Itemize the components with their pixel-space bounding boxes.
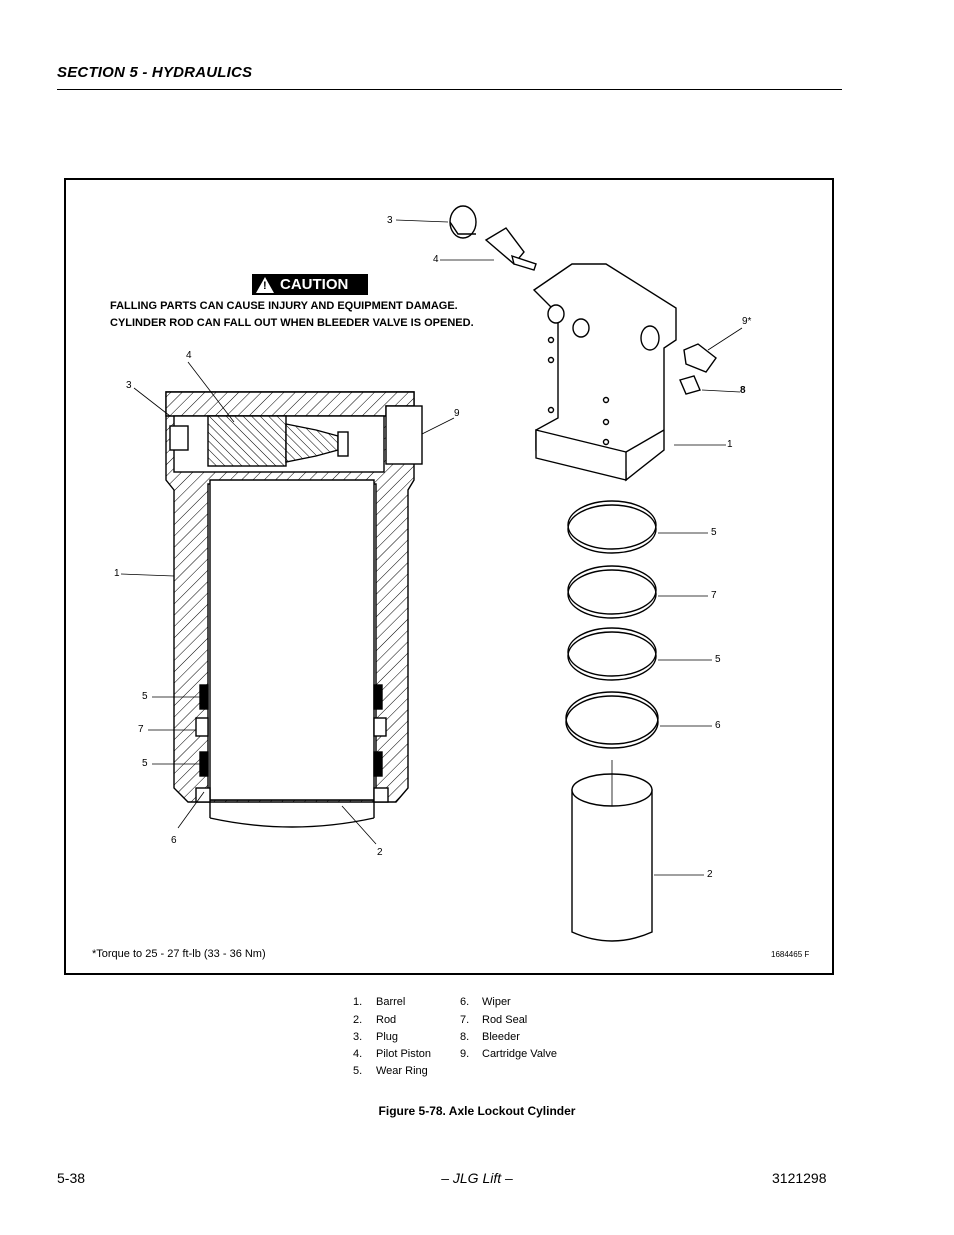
- legend-label: Wiper: [482, 996, 511, 1008]
- caution-badge: ! CAUTION: [252, 274, 368, 295]
- cross-section-view: [165, 391, 423, 828]
- legend-label: Rod: [376, 1014, 397, 1026]
- legend-number: 6.: [460, 996, 470, 1008]
- legend-label: Bleeder: [482, 1031, 520, 1043]
- callout-left: 4: [186, 350, 192, 361]
- callout-right: 5: [715, 654, 721, 665]
- legend-label: Pilot Piston: [376, 1048, 432, 1060]
- caution-label: CAUTION: [280, 276, 349, 293]
- callout-left: 5: [142, 758, 148, 769]
- section-title: SECTION 5 - HYDRAULICS: [57, 64, 253, 81]
- legend-label: Cartridge Valve: [482, 1048, 557, 1060]
- legend-number: 5.: [353, 1065, 363, 1077]
- callout-right: 1: [727, 439, 733, 450]
- callout-left: 3: [126, 380, 132, 391]
- legend-number: 3.: [353, 1031, 363, 1043]
- caution-message: FALLING PARTS CAN CAUSE INJURY AND EQUIP…: [110, 300, 474, 329]
- document-number: 3121298: [772, 1170, 827, 1186]
- callout-left: 5: [142, 691, 148, 702]
- legend-number: 1.: [353, 996, 363, 1008]
- legend-label: Rod Seal: [482, 1014, 528, 1026]
- callout-right: 9*: [742, 316, 752, 327]
- callout-right: 4: [433, 254, 439, 265]
- page-number: 5-38: [57, 1170, 86, 1186]
- legend-number: 7.: [460, 1014, 470, 1026]
- callout-left: 2: [377, 847, 383, 858]
- legend-label: Barrel: [376, 996, 406, 1008]
- legend-label: Wear Ring: [376, 1065, 428, 1077]
- callout-right: 5: [711, 527, 717, 538]
- callout-right: 8: [740, 385, 746, 396]
- legend-number: 2.: [353, 1014, 363, 1026]
- legend-number: 8.: [460, 1031, 470, 1043]
- legend-label: Plug: [376, 1031, 399, 1043]
- legend-number: 9.: [460, 1048, 470, 1060]
- leader-lines-right: [395, 219, 743, 876]
- figure-caption: Figure 5-78. Axle Lockout Cylinder: [378, 1104, 576, 1118]
- callout-right: 7: [711, 590, 717, 601]
- callout-right: 3: [387, 215, 393, 226]
- callout-left: 1: [114, 568, 120, 579]
- footer-brand: – JLG Lift –: [441, 1170, 513, 1186]
- callout-right: 6: [715, 720, 721, 731]
- torque-note: *Torque to 25 - 27 ft-lb (33 - 36 Nm): [92, 948, 266, 960]
- exploded-view: [449, 205, 717, 942]
- leader-lines-left: [120, 361, 455, 845]
- callout-left: 6: [171, 835, 177, 846]
- legend-number: 4.: [353, 1048, 363, 1060]
- callout-right: 2: [707, 869, 713, 880]
- drawing-number: 1684465 F: [771, 950, 810, 959]
- header-divider: [57, 89, 842, 90]
- axle-lockout-cylinder-drawing: [120, 205, 743, 942]
- warning-triangle-icon: !: [256, 276, 274, 293]
- callout-left: 9: [454, 408, 460, 419]
- figure-frame: ! CAUTION FALLING PARTS CAN CAUSE INJURY…: [64, 178, 834, 975]
- callout-left: 7: [138, 724, 144, 735]
